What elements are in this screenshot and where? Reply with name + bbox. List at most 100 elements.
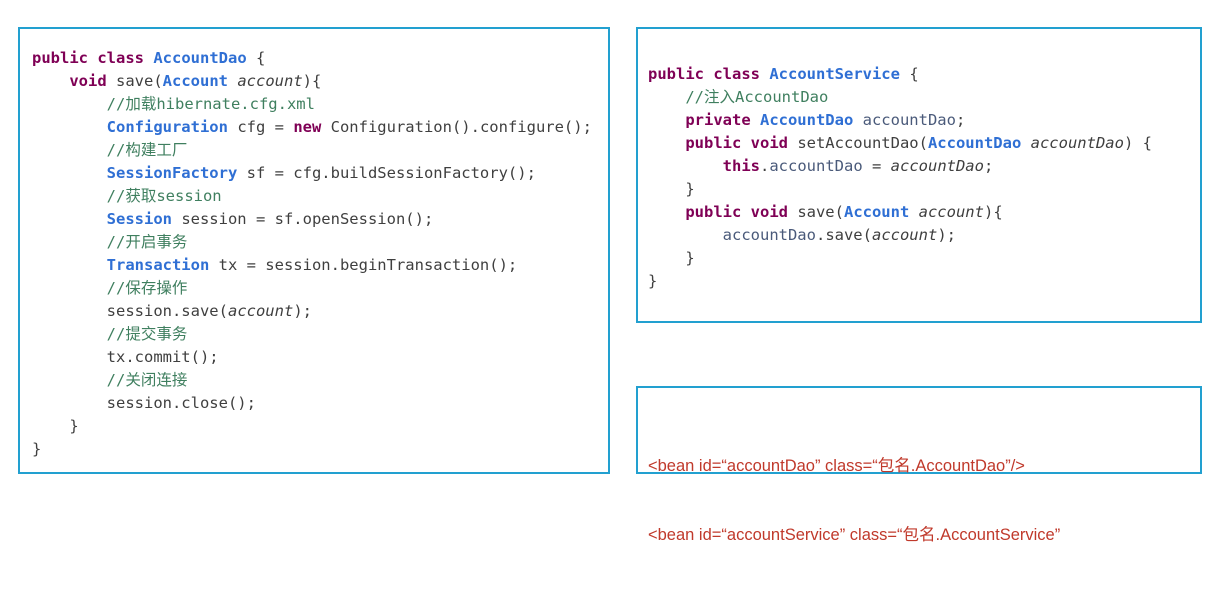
bean-account-service-line: <bean id=“accountService” class=“包名.Acco… (648, 526, 1061, 544)
code-line: //提交事务 (32, 323, 592, 346)
code-line: private AccountDao accountDao; (648, 109, 1152, 132)
code-line: public void setAccountDao(AccountDao acc… (648, 132, 1152, 155)
code-token: account (227, 302, 294, 320)
code-token: //注入AccountDao (685, 88, 829, 106)
code-token: //构建工厂 (106, 141, 188, 159)
code-token: accountDao (769, 157, 863, 175)
code-token: //提交事务 (106, 325, 188, 343)
code-token: //加载hibernate.cfg.xml (106, 95, 315, 113)
bean-config-panel: <bean id=“accountDao” class=“包名.AccountD… (636, 386, 1202, 544)
code-token: ) (302, 72, 312, 90)
code-token: = (862, 157, 891, 175)
code-token: account (918, 203, 984, 221)
code-token: Account (162, 72, 238, 90)
code-token: accountDao (722, 226, 816, 244)
code-token: AccountDao (759, 111, 863, 129)
code-token: } (685, 249, 695, 267)
code-token: . (759, 157, 770, 175)
code-token: public class (648, 65, 770, 83)
code-token: public void (685, 203, 798, 221)
code-line: public void save(Account account){ (648, 201, 1152, 224)
account-dao-code-panel: public class AccountDao { void save(Acco… (18, 27, 610, 474)
code-line: session.save(account); (32, 300, 592, 323)
code-line: } (648, 178, 1152, 201)
code-line: //获取session (32, 185, 592, 208)
code-token: new (293, 118, 331, 136)
code-token: Transaction (106, 256, 219, 274)
code-token: account (237, 72, 303, 90)
code-line: } (32, 438, 592, 461)
code-token: ); (937, 226, 956, 244)
code-token: .save( (815, 226, 872, 244)
code-token: ); (293, 302, 312, 320)
account-service-code: public class AccountService { //注入Accoun… (648, 63, 1152, 293)
bean-account-dao-line: <bean id=“accountDao” class=“包名.AccountD… (648, 457, 1025, 475)
code-token: } (32, 440, 42, 458)
code-token: save( (116, 72, 163, 90)
code-token: { (312, 72, 322, 90)
code-line: //构建工厂 (32, 139, 592, 162)
code-line: this.accountDao = accountDao; (648, 155, 1152, 178)
code-token: session.close(); (106, 394, 256, 412)
code-line: Session session = sf.openSession(); (32, 208, 592, 231)
code-token: } (685, 180, 695, 198)
code-token: account (871, 226, 938, 244)
code-token: Configuration().configure(); (330, 118, 592, 136)
code-token: private (685, 111, 760, 129)
code-line: SessionFactory sf = cfg.buildSessionFact… (32, 162, 592, 185)
code-token: accountDao (890, 157, 984, 175)
code-token: Configuration (106, 118, 238, 136)
code-token: } (648, 272, 658, 290)
code-token: sf = cfg.buildSessionFactory(); (246, 164, 536, 182)
code-token: accountDao (862, 111, 956, 129)
code-token: accountDao (1030, 134, 1124, 152)
code-token: ) (983, 203, 994, 221)
code-token: cfg = (237, 118, 294, 136)
code-line: } (32, 415, 592, 438)
code-token: } (69, 417, 79, 435)
code-token: { (899, 65, 919, 83)
code-token: AccountService (769, 65, 900, 83)
code-token: SessionFactory (106, 164, 247, 182)
code-line: public class AccountService { (648, 63, 1152, 86)
code-token: ; (955, 111, 966, 129)
code-token: tx.commit(); (106, 348, 219, 366)
code-token: //获取session (106, 187, 222, 205)
code-token: AccountDao (927, 134, 1031, 152)
code-line: } (648, 247, 1152, 270)
code-token: ) { (1123, 134, 1152, 152)
code-line: //开启事务 (32, 231, 592, 254)
code-token: Session (106, 210, 182, 228)
code-token: setAccountDao( (797, 134, 928, 152)
code-token: AccountDao (153, 49, 247, 67)
code-line: Configuration cfg = new Configuration().… (32, 116, 592, 139)
code-token: session = sf.openSession(); (181, 210, 434, 228)
code-token: { (993, 203, 1003, 221)
account-service-code-panel: public class AccountService { //注入Accoun… (636, 27, 1202, 323)
code-line: //保存操作 (32, 277, 592, 300)
code-token: session.save( (106, 302, 228, 320)
code-token: Account (843, 203, 919, 221)
code-line: tx.commit(); (32, 346, 592, 369)
code-token: //保存操作 (106, 279, 188, 297)
account-dao-code: public class AccountDao { void save(Acco… (32, 47, 592, 461)
bean-config-text: <bean id=“accountDao” class=“包名.AccountD… (648, 409, 1060, 593)
code-token: //关闭连接 (106, 371, 188, 389)
code-token: //开启事务 (106, 233, 188, 251)
code-line: accountDao.save(account); (648, 224, 1152, 247)
code-line: //关闭连接 (32, 369, 592, 392)
code-line: public class AccountDao { (32, 47, 592, 70)
code-line: session.close(); (32, 392, 592, 415)
code-token: void (69, 72, 116, 90)
code-token: save( (797, 203, 844, 221)
code-token: ; (983, 157, 994, 175)
code-token: this (722, 157, 760, 175)
code-token: public class (32, 49, 154, 67)
code-line: } (648, 270, 1152, 293)
code-token: public void (685, 134, 798, 152)
code-line: //加载hibernate.cfg.xml (32, 93, 592, 116)
code-line: Transaction tx = session.beginTransactio… (32, 254, 592, 277)
code-token: { (246, 49, 266, 67)
code-line: void save(Account account){ (32, 70, 592, 93)
code-line: //注入AccountDao (648, 86, 1152, 109)
